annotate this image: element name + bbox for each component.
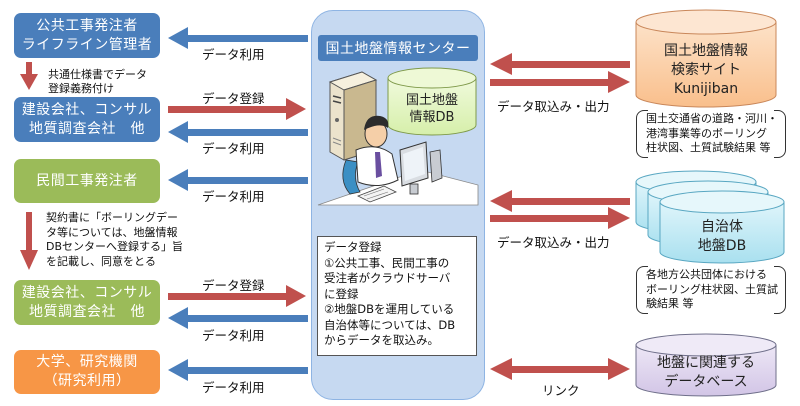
label-data-io-2: データ取込み・出力 [497, 235, 610, 250]
arrow-data-use-3 [168, 169, 308, 191]
label-data-use-1: データ利用 [202, 47, 265, 62]
contractor-private-line1: 建設会社、コンサル [21, 284, 153, 301]
kunijiban-note-line: 港湾事業等のボーリング [646, 126, 767, 140]
arrow-down-1 [20, 62, 38, 90]
kunijiban-note-line: 柱状図、土質試験結果 等 [646, 141, 771, 154]
arrow-data-register-2 [168, 285, 306, 307]
arrow-data-use-4 [168, 307, 308, 329]
local-db-note-line: ボーリング柱状図、土質試 [646, 282, 778, 296]
label-data-use-3: データ利用 [202, 189, 265, 204]
arrow-data-use-2 [168, 121, 308, 143]
local-db-cylinders [635, 170, 785, 264]
contractor-public-box: 建設会社、コンサル 地質調査会社 他 [14, 97, 160, 142]
public-orderer-line2: ライフライン管理者 [21, 36, 153, 53]
note-contract: 契約書に「ボーリングデー タ等については、地盤情報 DBセンターへ登録する」旨 … [46, 211, 183, 269]
center-db-label: 国土地盤 情報DB [392, 92, 472, 126]
kunijiban-note: 国土交通省の道路・河川・ 港湾事業等のボーリング 柱状図、土質試験結果 等 [646, 112, 778, 156]
arrow-io-2-left [490, 190, 630, 212]
registration-line: に登録 [324, 286, 359, 301]
kunijiban-label: 国土地盤情報 検索サイト Kunijiban [636, 42, 776, 99]
registration-line: 自治体等については、DB [324, 317, 456, 332]
arrow-down-2 [20, 212, 38, 270]
local-db-label: 自治体 地盤DB [662, 218, 782, 256]
label-data-register-2: データ登録 [202, 278, 265, 293]
local-db-note: 各地方公共団体における ボーリング柱状図、土質試 験結果 等 [646, 268, 778, 312]
operator-illustration [317, 115, 479, 206]
registration-line: 受注者がクラウドサーバ [324, 271, 451, 285]
arrow-data-use-5 [168, 359, 308, 381]
registration-line: ②地盤DBを運用している [324, 302, 455, 316]
kunijiban-db-cylinder [635, 9, 777, 108]
related-db-line1: 地盤に関連する [657, 355, 755, 371]
contractor-private-line2: 地質調査会社 他 [29, 303, 145, 320]
contractor-public-line1: 建設会社、コンサル [21, 101, 153, 118]
university-line1: 大学、研究機関 [36, 354, 138, 370]
center-db-line2: 情報DB [409, 110, 455, 125]
label-data-register-1: データ登録 [202, 91, 265, 106]
kunijiban-note-line: 国土交通省の道路・河川・ [646, 112, 778, 125]
kunijiban-line2: 検索サイト [671, 62, 741, 78]
note-contract-line3: DBセンターへ登録する」旨 [46, 240, 184, 253]
note-common-spec-line1: 共通仕様書でデータ [48, 68, 147, 81]
arrow-link [490, 358, 630, 380]
public-orderer-line1: 公共工事発注者 [36, 17, 138, 34]
local-db-note-line: 各地方公共団体における [646, 268, 767, 281]
label-data-io-1: データ取込み・出力 [497, 99, 610, 114]
university-line2: （研究利用） [43, 373, 131, 389]
registration-line: ①公共工事、民間工事の [324, 255, 450, 270]
local-db-line2: 地盤DB [697, 238, 747, 254]
note-contract-line4: を記載し、同意をとる [46, 254, 156, 268]
university-box: 大学、研究機関 （研究利用） [14, 350, 160, 394]
contractor-public-line2: 地質調査会社 他 [29, 120, 145, 137]
arrow-io-1-left [490, 53, 630, 75]
related-db-label: 地盤に関連する データベース [636, 354, 776, 392]
arrow-io-1-right [490, 71, 630, 93]
label-link: リンク [542, 383, 580, 398]
private-orderer-box: 民間工事発注者 [14, 159, 160, 203]
arrow-data-use-1 [168, 27, 308, 49]
note-contract-line2: タ等については、地盤情報 [46, 225, 178, 239]
arrow-data-register-1 [168, 98, 306, 120]
label-data-use-5: データ利用 [202, 380, 265, 395]
server-icon [328, 71, 378, 161]
kunijiban-line1: 国土地盤情報 [664, 43, 748, 59]
note-common-spec-line2: 登録義務付け [48, 82, 114, 95]
note-common-spec: 共通仕様書でデータ 登録義務付け [48, 68, 147, 96]
registration-note-box: データ登録 ①公共工事、民間工事の 受注者がクラウドサーバ に登録 ②地盤DBを… [317, 236, 477, 356]
arrow-io-2-right [490, 207, 630, 229]
private-orderer-line1: 民間工事発注者 [36, 172, 138, 189]
label-data-use-2: データ利用 [202, 141, 265, 156]
registration-heading: データ登録 [324, 240, 382, 254]
related-db-line2: データベース [664, 374, 748, 390]
note-contract-line1: 契約書に「ボーリングデー [46, 211, 178, 224]
related-db-cylinder [635, 333, 777, 397]
local-db-note-line: 験結果 等 [646, 297, 694, 310]
center-db-cylinder [387, 67, 477, 136]
registration-line: からデータを取込み。 [324, 333, 439, 347]
kunijiban-line3: Kunijiban [673, 81, 739, 97]
local-db-line1: 自治体 [701, 219, 743, 235]
center-db-line1: 国土地盤 [405, 93, 458, 108]
center-title: 国土地盤情報センター [318, 35, 478, 61]
public-orderer-box: 公共工事発注者 ライフライン管理者 [14, 13, 160, 58]
contractor-private-box: 建設会社、コンサル 地質調査会社 他 [14, 280, 160, 325]
label-data-use-4: データ利用 [202, 328, 265, 343]
